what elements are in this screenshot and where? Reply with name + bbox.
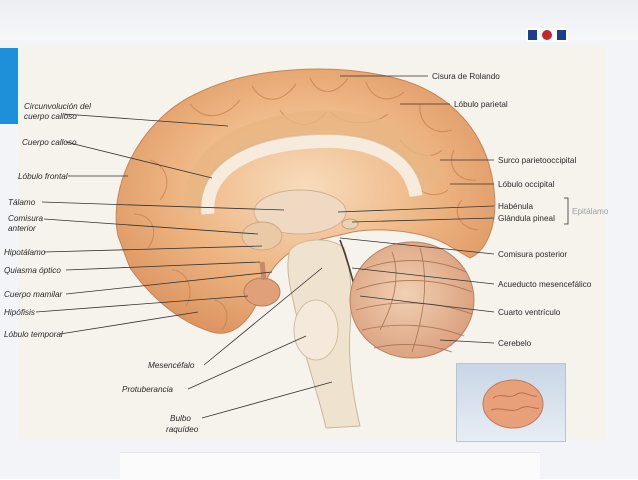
label-glandula-pineal: Glándula pineal xyxy=(498,214,555,223)
label-circunvolucion-line2: cuerpo calloso xyxy=(24,112,77,121)
cingulate-gyrus xyxy=(184,110,443,212)
label-talamo: Tálamo xyxy=(8,198,36,207)
publisher-logo xyxy=(526,28,568,42)
label-cuerpo-mamilar: Cuerpo mamilar xyxy=(4,290,63,299)
label-bulbo-line1: Bulbo xyxy=(170,414,191,423)
label-bulbo-line2: raquídeo xyxy=(166,425,199,434)
label-lobulo-temporal: Lóbulo temporal xyxy=(4,330,63,339)
leader-lines-bottom xyxy=(187,267,333,419)
label-lobulo-parietal: Lóbulo parietal xyxy=(454,100,508,109)
corpus-callosum xyxy=(201,134,423,215)
label-hipofisis: Hipófisis xyxy=(4,308,35,317)
label-circunvolucion-line1: Circunvolución del xyxy=(24,102,91,111)
cerebellum-folia xyxy=(355,247,473,353)
label-lobulo-frontal: Lóbulo frontal xyxy=(18,172,68,181)
label-habenula: Habénula xyxy=(498,202,533,211)
accent-bar xyxy=(0,48,18,124)
slide-footer-band xyxy=(120,452,540,480)
pineal-gland xyxy=(341,218,359,230)
leader-lines-left xyxy=(35,113,285,335)
label-comisura-line1: Comisura xyxy=(8,214,43,223)
label-epitalamo-bracket: Epitálamo xyxy=(572,207,609,216)
label-comisura-posterior: Comisura posterior xyxy=(498,250,567,259)
label-acueducto-mesencefalico: Acueducto mesencefálico xyxy=(498,280,592,289)
label-cerebelo: Cerebelo xyxy=(498,339,532,348)
label-surco-parietooccipital: Surco parietooccipital xyxy=(498,156,576,165)
pituitary xyxy=(243,277,281,307)
label-hipotalamo: Hipotálamo xyxy=(4,248,46,257)
label-cuarto-ventriculo: Cuarto ventrículo xyxy=(498,308,561,317)
label-cuerpo-calloso: Cuerpo calloso xyxy=(22,138,77,147)
label-cisura-rolando: Cisura de Rolando xyxy=(432,72,500,81)
label-lobulo-occipital: Lóbulo occipital xyxy=(498,180,555,189)
label-quiasma-optico: Quiasma óptico xyxy=(4,266,61,275)
inset-brain-icon xyxy=(482,379,544,429)
label-comisura-line2: anterior xyxy=(8,224,36,233)
label-mesencefalo: Mesencéfalo xyxy=(148,361,195,370)
inset-brain-photo xyxy=(456,363,566,442)
leader-lines-right xyxy=(337,75,569,344)
label-protuberancia: Protuberancia xyxy=(122,385,173,394)
